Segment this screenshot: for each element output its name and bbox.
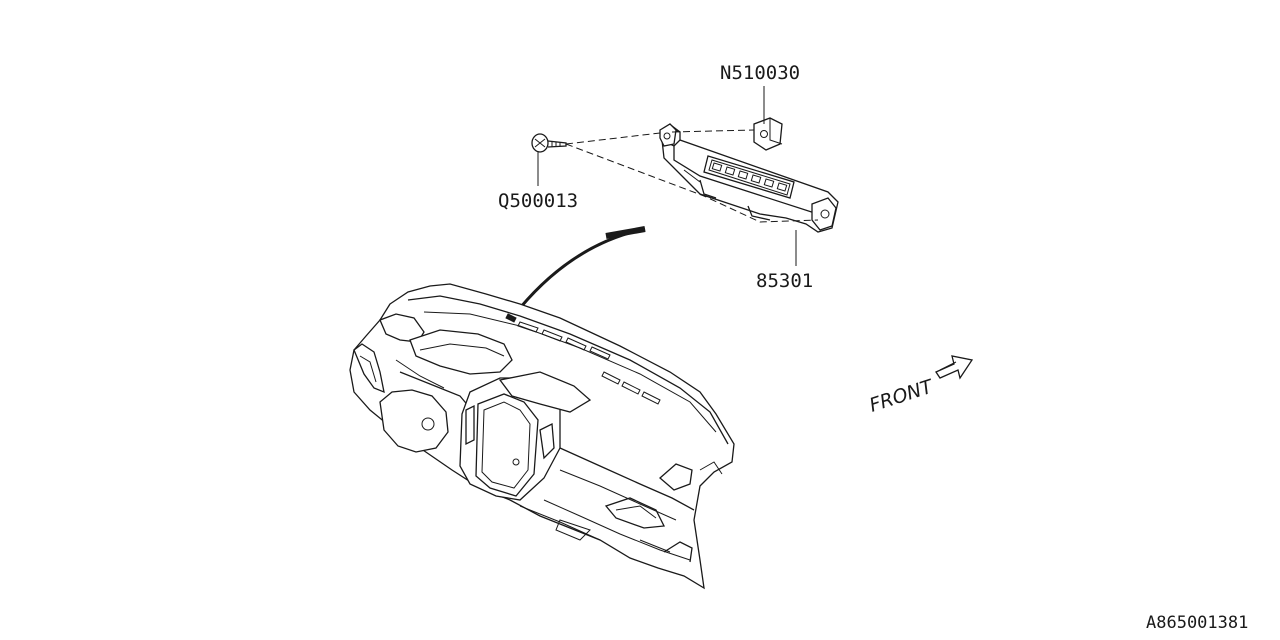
illustration-id: A865001381 [1146, 613, 1248, 633]
defroster-vents [517, 321, 661, 405]
location-pointer [518, 227, 646, 309]
part-label-screw: Q500013 [498, 190, 578, 212]
front-label: FRONT [867, 375, 937, 416]
instrument-panel [349, 283, 735, 590]
clip-nut [753, 117, 783, 151]
front-arrow-icon [935, 355, 974, 380]
part-label-nut: N510030 [720, 62, 800, 84]
multi-function-display-unit [659, 123, 839, 233]
screw [531, 133, 567, 153]
part-label-display: 85301 [756, 270, 813, 292]
display-buttons [711, 162, 788, 192]
front-direction-indicator: FRONT [867, 355, 974, 417]
